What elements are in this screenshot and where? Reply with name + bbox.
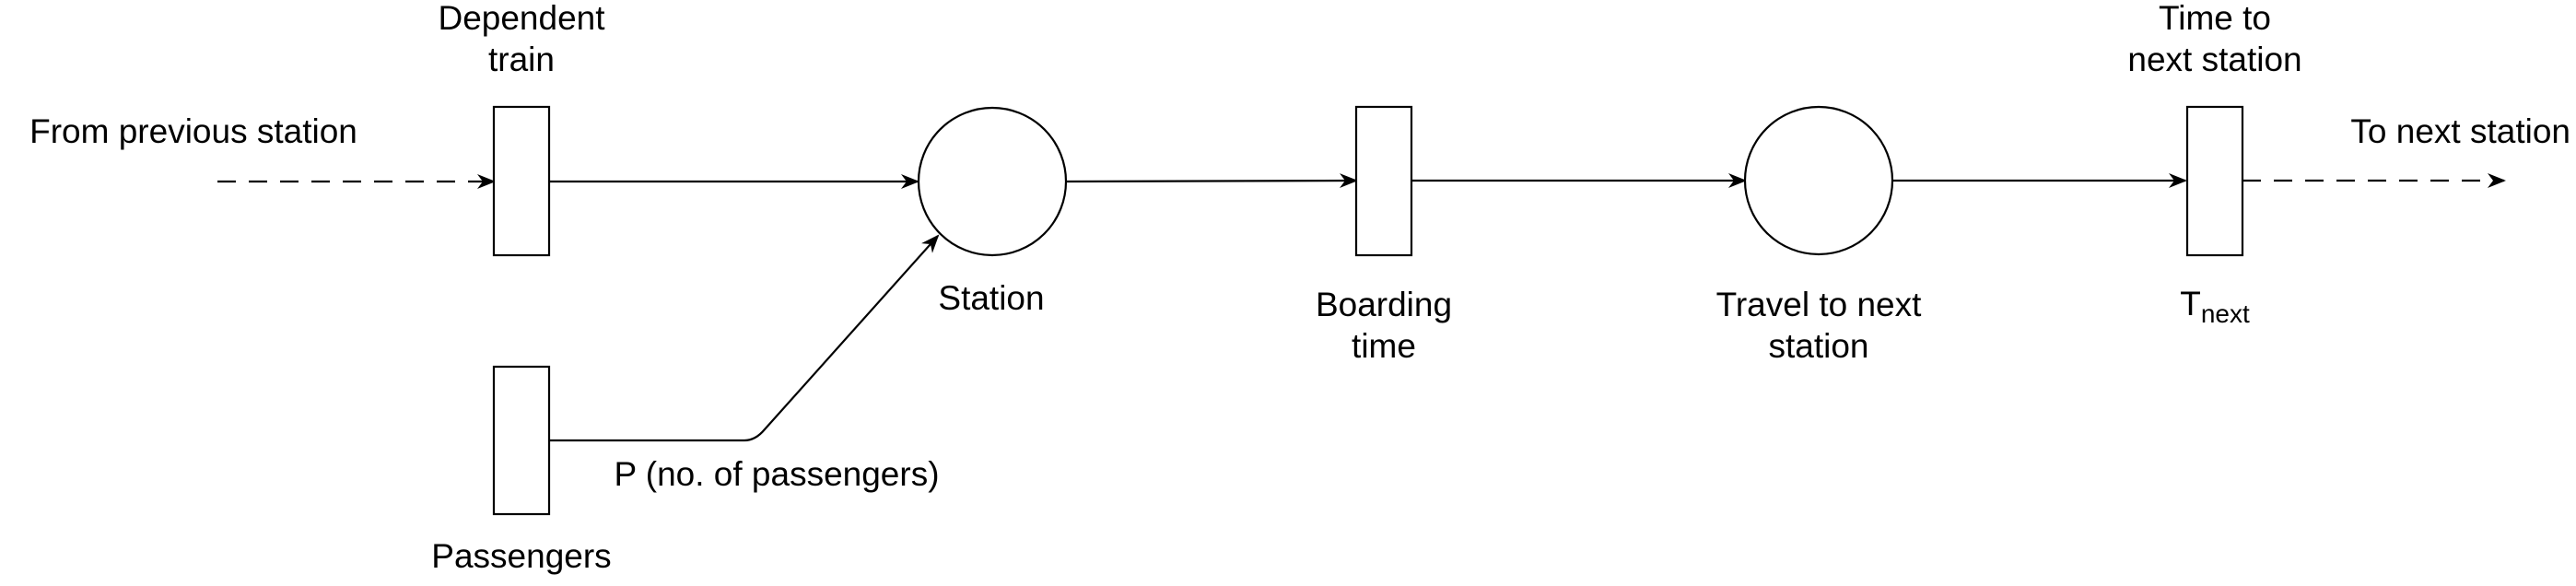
label-from-previous-station: From previous station	[29, 112, 357, 150]
place-travel-to-next-station	[1743, 105, 1894, 256]
label-travel-line1: Travel to next	[1716, 286, 1922, 323]
label-station: Station	[938, 279, 1044, 317]
label-boarding-time-line2: time	[1352, 327, 1416, 365]
place-station	[917, 106, 1068, 257]
label-dependent-train-line1: Dependent	[438, 0, 605, 37]
arc-station-to-boarding	[1066, 173, 1358, 189]
label-passengers: Passengers	[431, 537, 611, 575]
label-travel-line2: station	[1768, 327, 1868, 365]
transition-dependent-train	[492, 105, 551, 257]
transition-time-to-next-station	[2185, 105, 2244, 257]
label-boarding-time-line1: Boarding	[1316, 286, 1452, 323]
label-t-next-base: T	[2180, 285, 2201, 322]
label-dependent-train-line2: train	[488, 41, 555, 78]
label-t-next-subscript: next	[2201, 299, 2250, 328]
transition-boarding-time	[1354, 105, 1413, 257]
label-time-to-next-line2: next station	[2127, 41, 2301, 78]
label-to-next-station: To next station	[2350, 112, 2570, 150]
label-t-next: Tnext	[2180, 285, 2250, 328]
transition-passengers	[492, 365, 551, 516]
arc-passengers-to-station	[549, 234, 940, 442]
label-passenger-arc: P (no. of passengers)	[614, 455, 939, 493]
label-time-to-next-line1: Time to	[2159, 0, 2271, 37]
